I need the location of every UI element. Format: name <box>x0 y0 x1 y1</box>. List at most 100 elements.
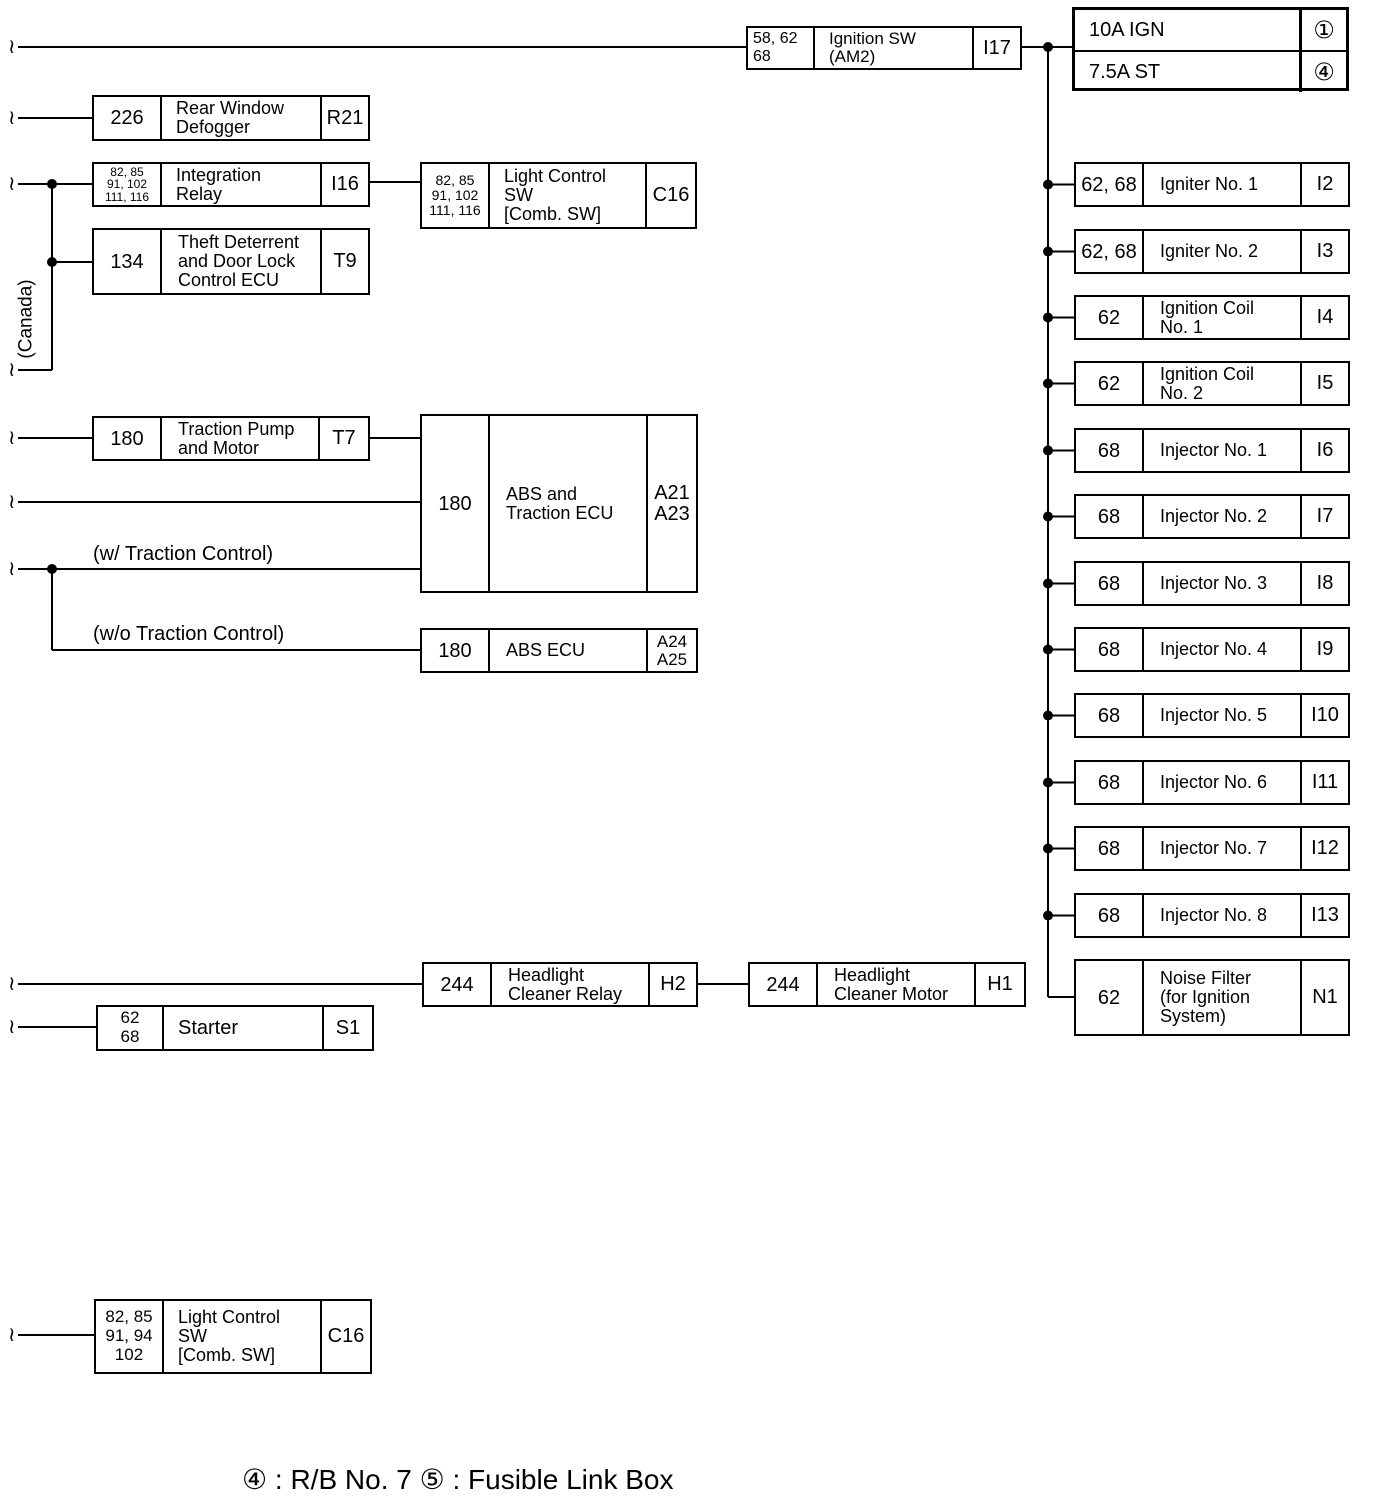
component-name: Ignition SW (AM2) <box>829 29 916 66</box>
component-name: Rear Window Defogger <box>176 98 285 137</box>
junction-dot <box>1043 644 1053 655</box>
connector-code: I12 <box>1300 828 1348 869</box>
rear-window-defogger-box: 226 Rear Window Defogger R21 <box>92 95 370 141</box>
connector-code: I10 <box>1300 695 1348 736</box>
junction-dot <box>1043 445 1053 456</box>
fuse-location-symbol: ④ <box>1299 52 1346 92</box>
connector-code: I6 <box>1300 430 1348 471</box>
component-box: 68 Injector No. 5 I10 <box>1074 693 1350 738</box>
wo-traction-label: (w/o Traction Control) <box>93 623 285 645</box>
ignition-sw-box: 58, 62 68 Ignition SW (AM2) I17 <box>746 26 1022 70</box>
fuse-name: 7.5A ST <box>1089 60 1161 83</box>
component-name: Injector No. 7 <box>1160 838 1268 859</box>
component-name: Injector No. 6 <box>1160 772 1268 793</box>
wire-break-symbol: ≀ <box>8 491 16 513</box>
connector-code: S1 <box>322 1007 372 1049</box>
component-box: 68 Injector No. 8 I13 <box>1074 893 1350 938</box>
integration-relay-box: 82, 85 91, 102 111, 116 Integration Rela… <box>92 162 370 207</box>
component-name: Injector No. 4 <box>1160 639 1268 660</box>
connector-code: T7 <box>318 418 368 459</box>
wire-break-symbol: ≀ <box>8 359 16 381</box>
page-ref: 180 <box>422 416 490 591</box>
connector-code: I11 <box>1300 762 1348 803</box>
canada-label: (Canada) <box>15 279 37 359</box>
junction-dot <box>1043 378 1053 389</box>
light-control-sw-lower-box: 82, 85 91, 94 102 Light Control SW [Comb… <box>94 1299 372 1374</box>
page-ref: 68 <box>1076 695 1144 736</box>
page-ref: 62, 68 <box>1076 164 1144 205</box>
wire-break-symbol: ≀ <box>8 36 16 58</box>
fuse-box: 10A IGN ① 7.5A ST ④ <box>1072 7 1349 92</box>
headlight-cleaner-motor-box: 244 Headlight Cleaner Motor H1 <box>748 962 1026 1007</box>
connector-code: A21 A23 <box>646 416 696 591</box>
junction-dot <box>1043 843 1053 854</box>
component-name: Ignition Coil No. 2 <box>1160 363 1255 403</box>
page-ref: 180 <box>94 418 162 459</box>
component-box: 62, 68 Igniter No. 1 I2 <box>1074 162 1350 207</box>
component-name: Noise Filter (for Ignition System) <box>1160 968 1252 1026</box>
component-name: Injector No. 2 <box>1160 506 1268 527</box>
abs-traction-ecu-box: 180 ABS and Traction ECU A21 A23 <box>420 414 698 593</box>
component-name: Injector No. 5 <box>1160 705 1268 726</box>
page-ref: 58, 62 68 <box>748 28 815 68</box>
fuse-row: 7.5A ST ④ <box>1075 52 1346 92</box>
light-control-sw-box: 82, 85 91, 102 111, 116 Light Control SW… <box>420 162 697 229</box>
component-name: Igniter No. 2 <box>1160 241 1259 262</box>
junction-dot <box>1043 777 1053 788</box>
connector-code: N1 <box>1300 961 1348 1034</box>
component-name: ABS ECU <box>506 640 586 661</box>
connector-code: I5 <box>1300 363 1348 404</box>
wire-break-symbol: ≀ <box>8 427 16 449</box>
wire-break-symbol: ≀ <box>8 1324 16 1346</box>
w-traction-label: (w/ Traction Control) <box>93 543 274 565</box>
junction-dot <box>1043 312 1053 323</box>
component-name: Headlight Cleaner Motor <box>834 964 949 1004</box>
component-name: Ignition Coil No. 1 <box>1160 297 1255 337</box>
headlight-cleaner-relay-box: 244 Headlight Cleaner Relay H2 <box>422 962 698 1007</box>
fuse-location-symbol: ① <box>1299 10 1346 50</box>
page-ref: 180 <box>422 630 490 671</box>
connector-code: I3 <box>1300 231 1348 272</box>
connector-code: I13 <box>1300 895 1348 936</box>
connector-code: C16 <box>320 1301 370 1372</box>
junction-dot <box>1043 511 1053 522</box>
wire-break-symbol: ≀ <box>8 558 16 580</box>
junction-dot <box>1043 578 1053 589</box>
page-ref: 62 <box>1076 961 1144 1034</box>
component-name: Injector No. 8 <box>1160 905 1268 926</box>
connector-code: I2 <box>1300 164 1348 205</box>
legend: ④ : R/B No. 7 ⑤ : Fusible Link Box <box>242 1464 674 1495</box>
junction-dot <box>1043 910 1053 921</box>
junction-dot <box>1043 179 1053 190</box>
connector-code: H1 <box>974 964 1024 1005</box>
wire-break-symbol: ≀ <box>8 973 16 995</box>
junction-dot <box>1043 710 1053 721</box>
component-box: 68 Injector No. 6 I11 <box>1074 760 1350 805</box>
component-name: Light Control SW [Comb. SW] <box>178 1307 281 1365</box>
wire-break-symbol: ≀ <box>8 107 16 129</box>
component-name: Igniter No. 1 <box>1160 174 1259 195</box>
component-name: Starter <box>178 1016 239 1039</box>
connector-code: I16 <box>320 164 368 205</box>
connector-code: H2 <box>648 964 696 1005</box>
connector-code: I7 <box>1300 496 1348 537</box>
page-ref: 68 <box>1076 895 1144 936</box>
page-ref: 82, 85 91, 102 111, 116 <box>422 164 490 227</box>
fuse-name: 10A IGN <box>1089 18 1165 41</box>
page-ref: 68 <box>1076 762 1144 803</box>
connector-code: I9 <box>1300 629 1348 670</box>
page-ref: 226 <box>94 97 162 139</box>
page-ref: 68 <box>1076 430 1144 471</box>
traction-pump-box: 180 Traction Pump and Motor T7 <box>92 416 370 461</box>
connector-code: I8 <box>1300 563 1348 604</box>
starter-box: 62 68 Starter S1 <box>96 1005 374 1051</box>
theft-deterrent-ecu-box: 134 Theft Deterrent and Door Lock Contro… <box>92 228 370 295</box>
